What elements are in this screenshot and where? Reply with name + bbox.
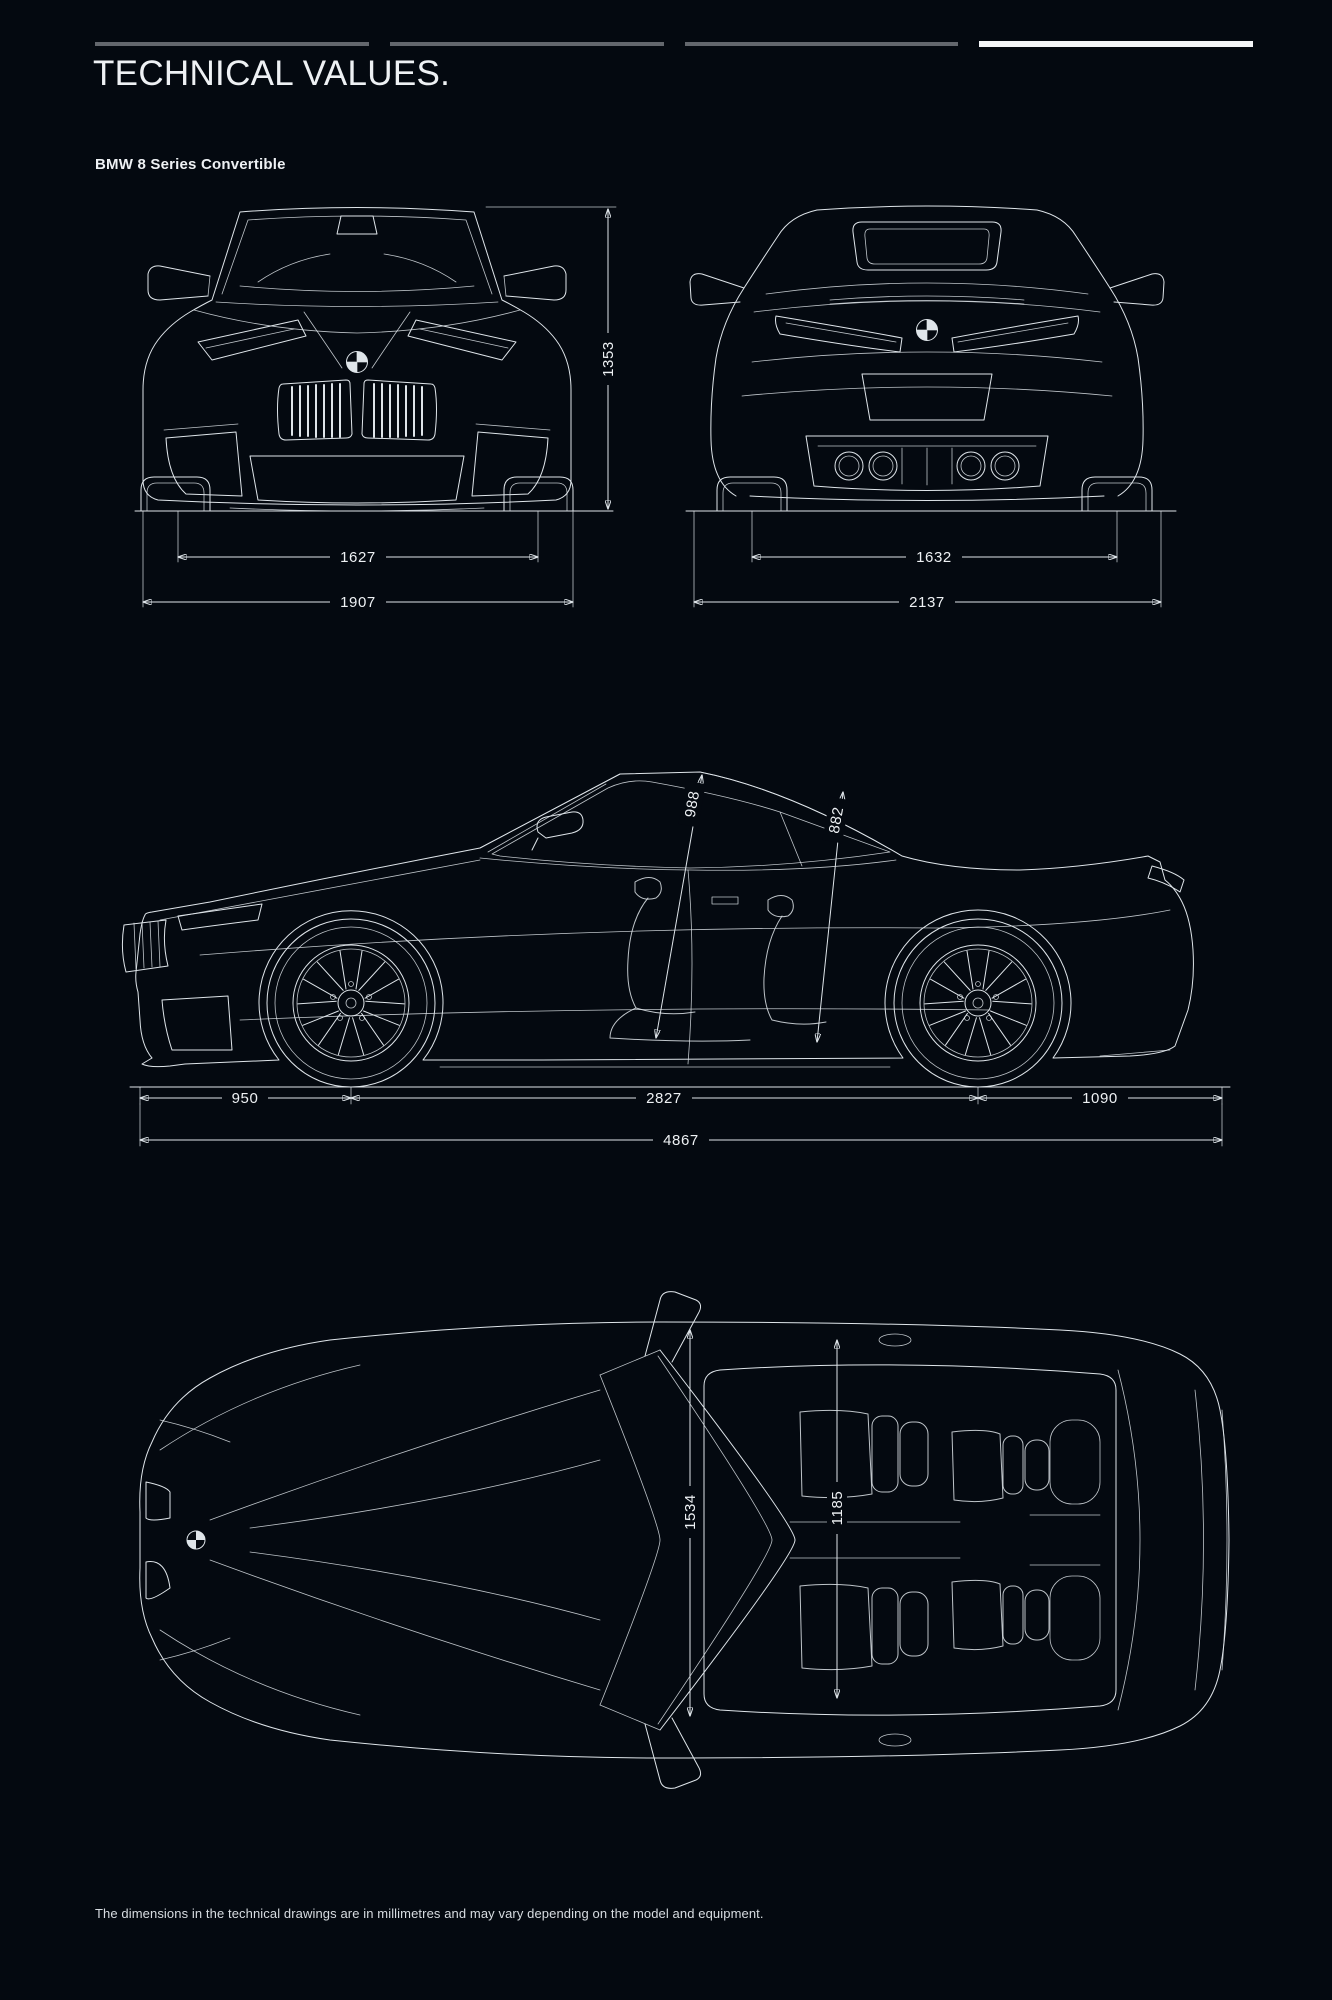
rear-wheel [893, 918, 1063, 1088]
door-handle [878, 1333, 912, 1347]
side-view-figure: 988 882 950 2827 1090 [121, 771, 1231, 1149]
dim-value-1185: 1185 [829, 1491, 846, 1526]
top-rule-segment [95, 42, 369, 46]
kidney-grille [121, 919, 169, 973]
side-mirror-right [503, 265, 567, 301]
dim-value-1627: 1627 [340, 549, 376, 566]
roll-hoop [1049, 1419, 1101, 1505]
rear-view-drawing [685, 205, 1177, 512]
taillight-left [775, 315, 903, 353]
top-rule-segment [389, 42, 664, 46]
kidney-grille [145, 1481, 171, 1600]
headlight-left [197, 319, 307, 361]
exhaust-pipe [990, 451, 1020, 481]
front-view-drawing [134, 207, 614, 512]
kidney-grille [277, 379, 437, 441]
headlight [177, 903, 263, 931]
top-rule-segment [979, 41, 1253, 47]
front-rear-figure: 1353 1627 1907 [134, 205, 1177, 611]
taillight-right [951, 315, 1079, 353]
side-intake-right [471, 431, 549, 497]
door-handle [878, 1733, 912, 1747]
bmw-roundel-icon [186, 1530, 206, 1550]
dim-value-4867: 4867 [663, 1132, 699, 1149]
taillight [1147, 865, 1185, 893]
side-mirror-top [644, 1291, 702, 1363]
dim-value-1907: 1907 [340, 594, 376, 611]
center-intake [249, 455, 465, 504]
front-intake [161, 995, 233, 1051]
model-name: BMW 8 Series Convertible [95, 156, 286, 173]
exhaust-pipe [868, 451, 898, 481]
dimension-interior-height-rear: 882 [817, 792, 850, 1042]
top-view-figure: 1534 1185 [139, 1291, 1230, 1789]
license-plate-recess [861, 373, 993, 421]
dim-value-882: 882 [826, 805, 847, 834]
dimension-rear-width: 2137 [693, 510, 1162, 611]
exhaust-pipe [834, 451, 864, 481]
dimension-length-chain: 950 2827 1090 [139, 1086, 1223, 1107]
cowl-line [599, 1374, 661, 1706]
dimension-rear-track: 1632 [751, 510, 1118, 566]
rearview-mirror [336, 215, 378, 235]
bmw-roundel-icon [916, 319, 938, 341]
seat-outline-rear [763, 895, 827, 1025]
dimension-interior-height-front: 988 [656, 775, 706, 1038]
dimension-interior-width-front: 1534 [680, 1329, 700, 1717]
dimension-front-height: 1353 [485, 206, 618, 510]
top-rules [95, 41, 1253, 47]
dim-value-2137: 2137 [909, 594, 945, 611]
side-mirror-left [147, 265, 211, 301]
dim-value-988: 988 [682, 789, 703, 818]
bmw-roundel-icon [346, 351, 368, 373]
dimension-interior-width-rear: 1185 [827, 1339, 847, 1699]
dimension-front-track: 1627 [177, 510, 539, 566]
dimension-front-width: 1907 [142, 510, 574, 611]
side-mirror-right [1109, 273, 1165, 306]
cockpit-opening [703, 1364, 1117, 1716]
side-intake-left [165, 431, 243, 497]
side-mirror-left [689, 273, 745, 306]
dimension-overall-length: 4867 [139, 1103, 1223, 1149]
dim-value-1090: 1090 [1082, 1090, 1118, 1107]
headlight-right [407, 319, 517, 361]
dim-value-950: 950 [232, 1090, 259, 1107]
top-rule-segment [684, 42, 959, 46]
side-mirror-bottom [644, 1717, 702, 1789]
dim-value-1534: 1534 [682, 1494, 699, 1530]
top-view-drawing [139, 1291, 1230, 1789]
dim-value-1632: 1632 [916, 549, 952, 566]
rear-seats [951, 1429, 1050, 1651]
dim-value-1353: 1353 [600, 341, 617, 377]
side-mirror [531, 811, 584, 851]
page-title: TECHNICAL VALUES. [93, 54, 451, 93]
diffuser [805, 435, 1049, 491]
roll-hoop [1049, 1575, 1101, 1661]
exhaust-pipe [956, 451, 986, 481]
side-view-drawing [121, 771, 1231, 1088]
front-seats [799, 1409, 929, 1671]
windshield-arc [659, 1349, 796, 1731]
dim-value-2827: 2827 [646, 1090, 682, 1107]
dimensions-disclaimer: The dimensions in the technical drawings… [95, 1906, 764, 1921]
